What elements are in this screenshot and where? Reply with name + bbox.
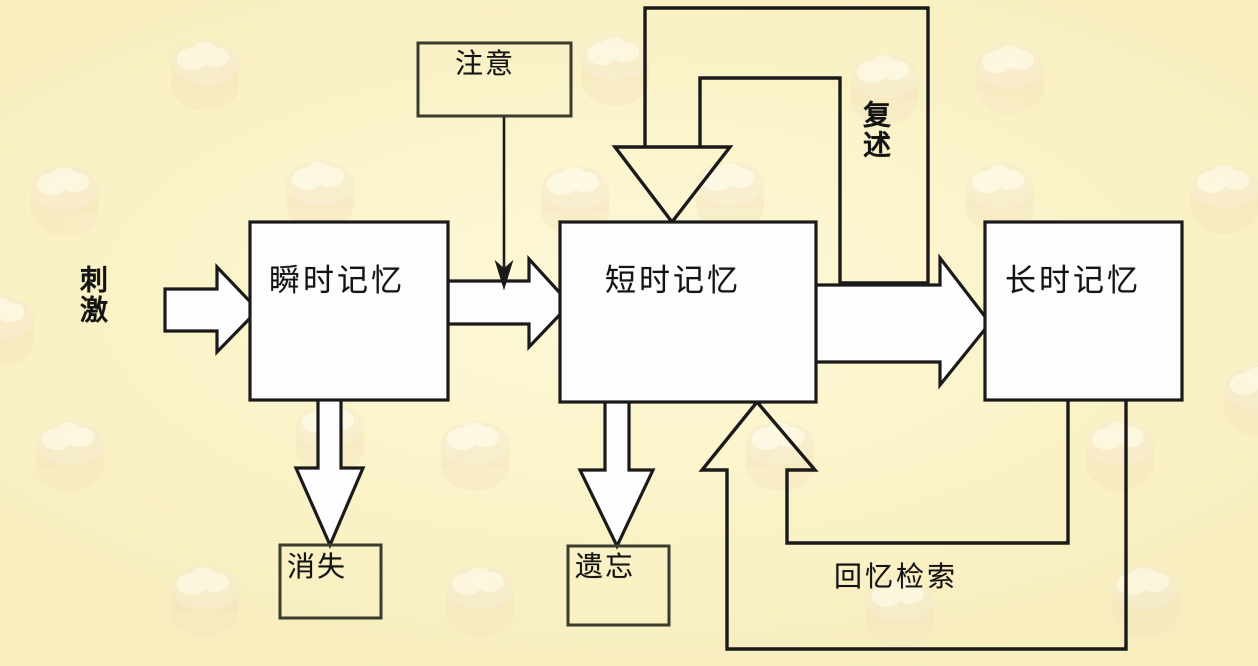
retrieval-loop-arrow: [698, 399, 1128, 651]
node-box-attention[interactable]: [416, 41, 573, 118]
rehearsal-loop-arrow: [611, 6, 930, 285]
node-label-forget: 遗忘: [575, 550, 636, 583]
edge-label-rehearsal: 复述: [859, 100, 892, 160]
node-label-short: 短时记忆: [605, 263, 741, 299]
node-label-sensory: 瞬时记忆: [269, 263, 405, 299]
node-box-long[interactable]: [983, 220, 1184, 402]
node-label-decay: 消失: [287, 550, 348, 583]
attention-arrowhead: [494, 259, 514, 291]
sensory-to-short-arrow: [446, 254, 573, 351]
node-box-forget[interactable]: [566, 544, 671, 627]
edge-label-retrieval: 回忆检索: [834, 560, 959, 593]
node-box-decay[interactable]: [278, 543, 383, 620]
short-to-forget-arrow: [577, 402, 656, 550]
short-to-long-arrow: [813, 253, 993, 390]
stimulus-arrow: [163, 263, 261, 356]
node-label-long: 长时记忆: [1005, 263, 1141, 299]
sensory-to-decay-arrow: [293, 400, 366, 550]
node-box-sensory[interactable]: [248, 220, 450, 402]
node-label-attention: 注意: [455, 47, 516, 80]
edge-label-stimulus: 刺激: [76, 265, 109, 325]
node-box-short[interactable]: [558, 220, 818, 404]
